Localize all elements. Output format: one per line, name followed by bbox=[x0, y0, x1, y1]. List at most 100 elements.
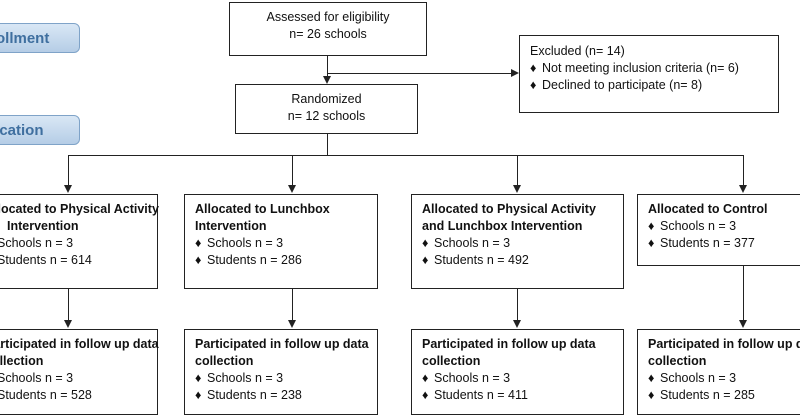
followup-box-physical-activity: Participated in follow up data collectio… bbox=[0, 329, 159, 415]
assessed-count: n= 26 schools bbox=[289, 27, 367, 41]
schools-count: ♦ Schools n = 3 bbox=[195, 235, 371, 252]
excluded-title: Excluded (n= 14) bbox=[530, 44, 625, 58]
bullet-icon: ♦ bbox=[422, 236, 429, 250]
followup-title: collection bbox=[648, 354, 707, 368]
arrow-to-randomized bbox=[323, 76, 331, 84]
allocation-branch-line bbox=[68, 155, 743, 156]
connector-assessed-randomized bbox=[327, 56, 328, 76]
bullet-icon: ♦ bbox=[648, 219, 655, 233]
allocation-stage-label: Allocation bbox=[0, 115, 80, 145]
allocated-title: Allocated to Physical Activity bbox=[422, 202, 596, 216]
randomized-label: Randomized bbox=[291, 92, 362, 106]
schools-count: ♦ Schools n = 3 bbox=[422, 235, 617, 252]
bullet-icon: ♦ bbox=[530, 78, 537, 92]
bullet-icon: ♦ bbox=[422, 253, 429, 267]
bullet-icon: ♦ bbox=[195, 371, 202, 385]
arrow-to-allocated bbox=[64, 185, 72, 193]
allocated-title: Intervention bbox=[7, 219, 79, 233]
allocated-box-lunchbox: Allocated to Lunchbox Intervention ♦ Scho… bbox=[184, 194, 378, 289]
schools-count: ♦Schools n = 3 bbox=[0, 235, 151, 252]
followup-title: Participated in follow up data bbox=[0, 337, 159, 351]
randomized-box: Randomized n= 12 schools bbox=[235, 84, 418, 134]
schools-count-label: Schools n = 3 bbox=[434, 236, 511, 250]
connector-randomized-down bbox=[327, 134, 328, 155]
bullet-icon: ♦ bbox=[648, 236, 655, 250]
enrollment-stage-text: Enrollment bbox=[0, 30, 50, 47]
allocated-title: Allocated to Lunchbox bbox=[195, 202, 330, 216]
allocation-stage-text: Allocation bbox=[0, 122, 44, 139]
schools-count-label: Schools n = 3 bbox=[207, 236, 284, 250]
students-count: ♦ Students n = 285 bbox=[648, 387, 800, 404]
enrollment-stage-label: Enrollment bbox=[0, 23, 80, 53]
assessed-box: Assessed for eligibility n= 26 schools bbox=[229, 2, 427, 56]
students-count-label: Students n = 238 bbox=[207, 388, 302, 402]
excluded-item: ♦ Not meeting inclusion criteria (n= 6) bbox=[530, 60, 770, 77]
arrow-to-allocated bbox=[513, 185, 521, 193]
bullet-icon: ♦ bbox=[422, 371, 429, 385]
allocated-box-control: Allocated to Control ♦ Schools n = 3 ♦ Stu… bbox=[637, 194, 800, 266]
allocated-title: Allocated to Physical Activity bbox=[0, 202, 159, 216]
schools-count-label: Schools n = 3 bbox=[0, 236, 74, 250]
connector-to-followup bbox=[743, 266, 744, 324]
followup-title: Participated in follow up data bbox=[195, 337, 369, 351]
schools-count-label: Schools n = 3 bbox=[660, 219, 737, 233]
connector-to-followup bbox=[292, 289, 293, 324]
excluded-item: ♦ Declined to participate (n= 8) bbox=[530, 77, 770, 94]
arrow-to-followup bbox=[739, 320, 747, 328]
students-count: ♦ Students n = 286 bbox=[195, 252, 371, 269]
students-count: ♦ Students n = 411 bbox=[422, 387, 617, 404]
arrow-to-excluded bbox=[511, 69, 519, 77]
students-count-label: Students n = 377 bbox=[660, 236, 755, 250]
students-count: ♦Students n = 492 bbox=[422, 252, 617, 269]
followup-title: collection bbox=[195, 354, 254, 368]
excluded-item-label: Not meeting inclusion criteria (n= 6) bbox=[542, 61, 739, 75]
students-count-label: Students n = 286 bbox=[207, 253, 302, 267]
branch-line bbox=[743, 155, 744, 185]
students-count: ♦Students n = 614 bbox=[0, 252, 151, 269]
excluded-box: Excluded (n= 14) ♦ Not meeting inclusion … bbox=[519, 35, 779, 113]
arrow-to-allocated bbox=[288, 185, 296, 193]
students-count: ♦Students n = 528 bbox=[0, 387, 151, 404]
branch-line bbox=[517, 155, 518, 185]
connector-to-followup bbox=[517, 289, 518, 324]
schools-count-label: Schools n = 3 bbox=[207, 371, 284, 385]
schools-count-label: Schools n = 3 bbox=[660, 371, 737, 385]
students-count-label: Students n = 285 bbox=[660, 388, 755, 402]
arrow-to-followup bbox=[64, 320, 72, 328]
students-count-label: Students n = 614 bbox=[0, 253, 92, 267]
assessed-label: Assessed for eligibility bbox=[266, 10, 390, 24]
schools-count-label: Schools n = 3 bbox=[0, 371, 74, 385]
students-count-label: Students n = 528 bbox=[0, 388, 92, 402]
bullet-icon: ♦ bbox=[195, 388, 202, 402]
followup-title: collection bbox=[0, 354, 44, 368]
branch-line bbox=[68, 155, 69, 185]
bullet-icon: ♦ bbox=[648, 388, 655, 402]
allocated-title: Intervention bbox=[195, 219, 267, 233]
bullet-icon: ♦ bbox=[195, 236, 202, 250]
schools-count: ♦Schools n = 3 bbox=[0, 370, 151, 387]
followup-title: Participated in follow up data bbox=[648, 337, 800, 351]
bullet-icon: ♦ bbox=[530, 61, 537, 75]
schools-count: ♦ Schools n = 3 bbox=[195, 370, 371, 387]
students-count-label: Students n = 411 bbox=[434, 388, 528, 402]
connector-to-followup bbox=[68, 289, 69, 324]
allocated-box-combined: Allocated to Physical Activity and Lunch… bbox=[411, 194, 624, 289]
randomized-count: n= 12 schools bbox=[287, 109, 366, 123]
students-count: ♦ Students n = 377 bbox=[648, 235, 800, 252]
schools-count: ♦Schools n = 3 bbox=[422, 370, 617, 387]
bullet-icon: ♦ bbox=[422, 388, 429, 402]
allocated-title: and Lunchbox Intervention bbox=[422, 219, 583, 233]
followup-title: Participated in follow up data bbox=[422, 337, 596, 351]
followup-box-control: Participated in follow up data collectio… bbox=[637, 329, 800, 415]
followup-box-combined: Participated in follow up data collectio… bbox=[411, 329, 624, 415]
followup-box-lunchbox: Participated in follow up data collectio… bbox=[184, 329, 378, 415]
connector-to-excluded bbox=[327, 73, 511, 74]
arrow-to-followup bbox=[513, 320, 521, 328]
allocated-title: Allocated to Control bbox=[648, 202, 768, 216]
bullet-icon: ♦ bbox=[195, 253, 202, 267]
schools-count: ♦ Schools n = 3 bbox=[648, 218, 800, 235]
followup-title: collection bbox=[422, 354, 481, 368]
excluded-item-label: Declined to participate (n= 8) bbox=[542, 78, 703, 92]
bullet-icon: ♦ bbox=[648, 371, 655, 385]
students-count: ♦ Students n = 238 bbox=[195, 387, 371, 404]
